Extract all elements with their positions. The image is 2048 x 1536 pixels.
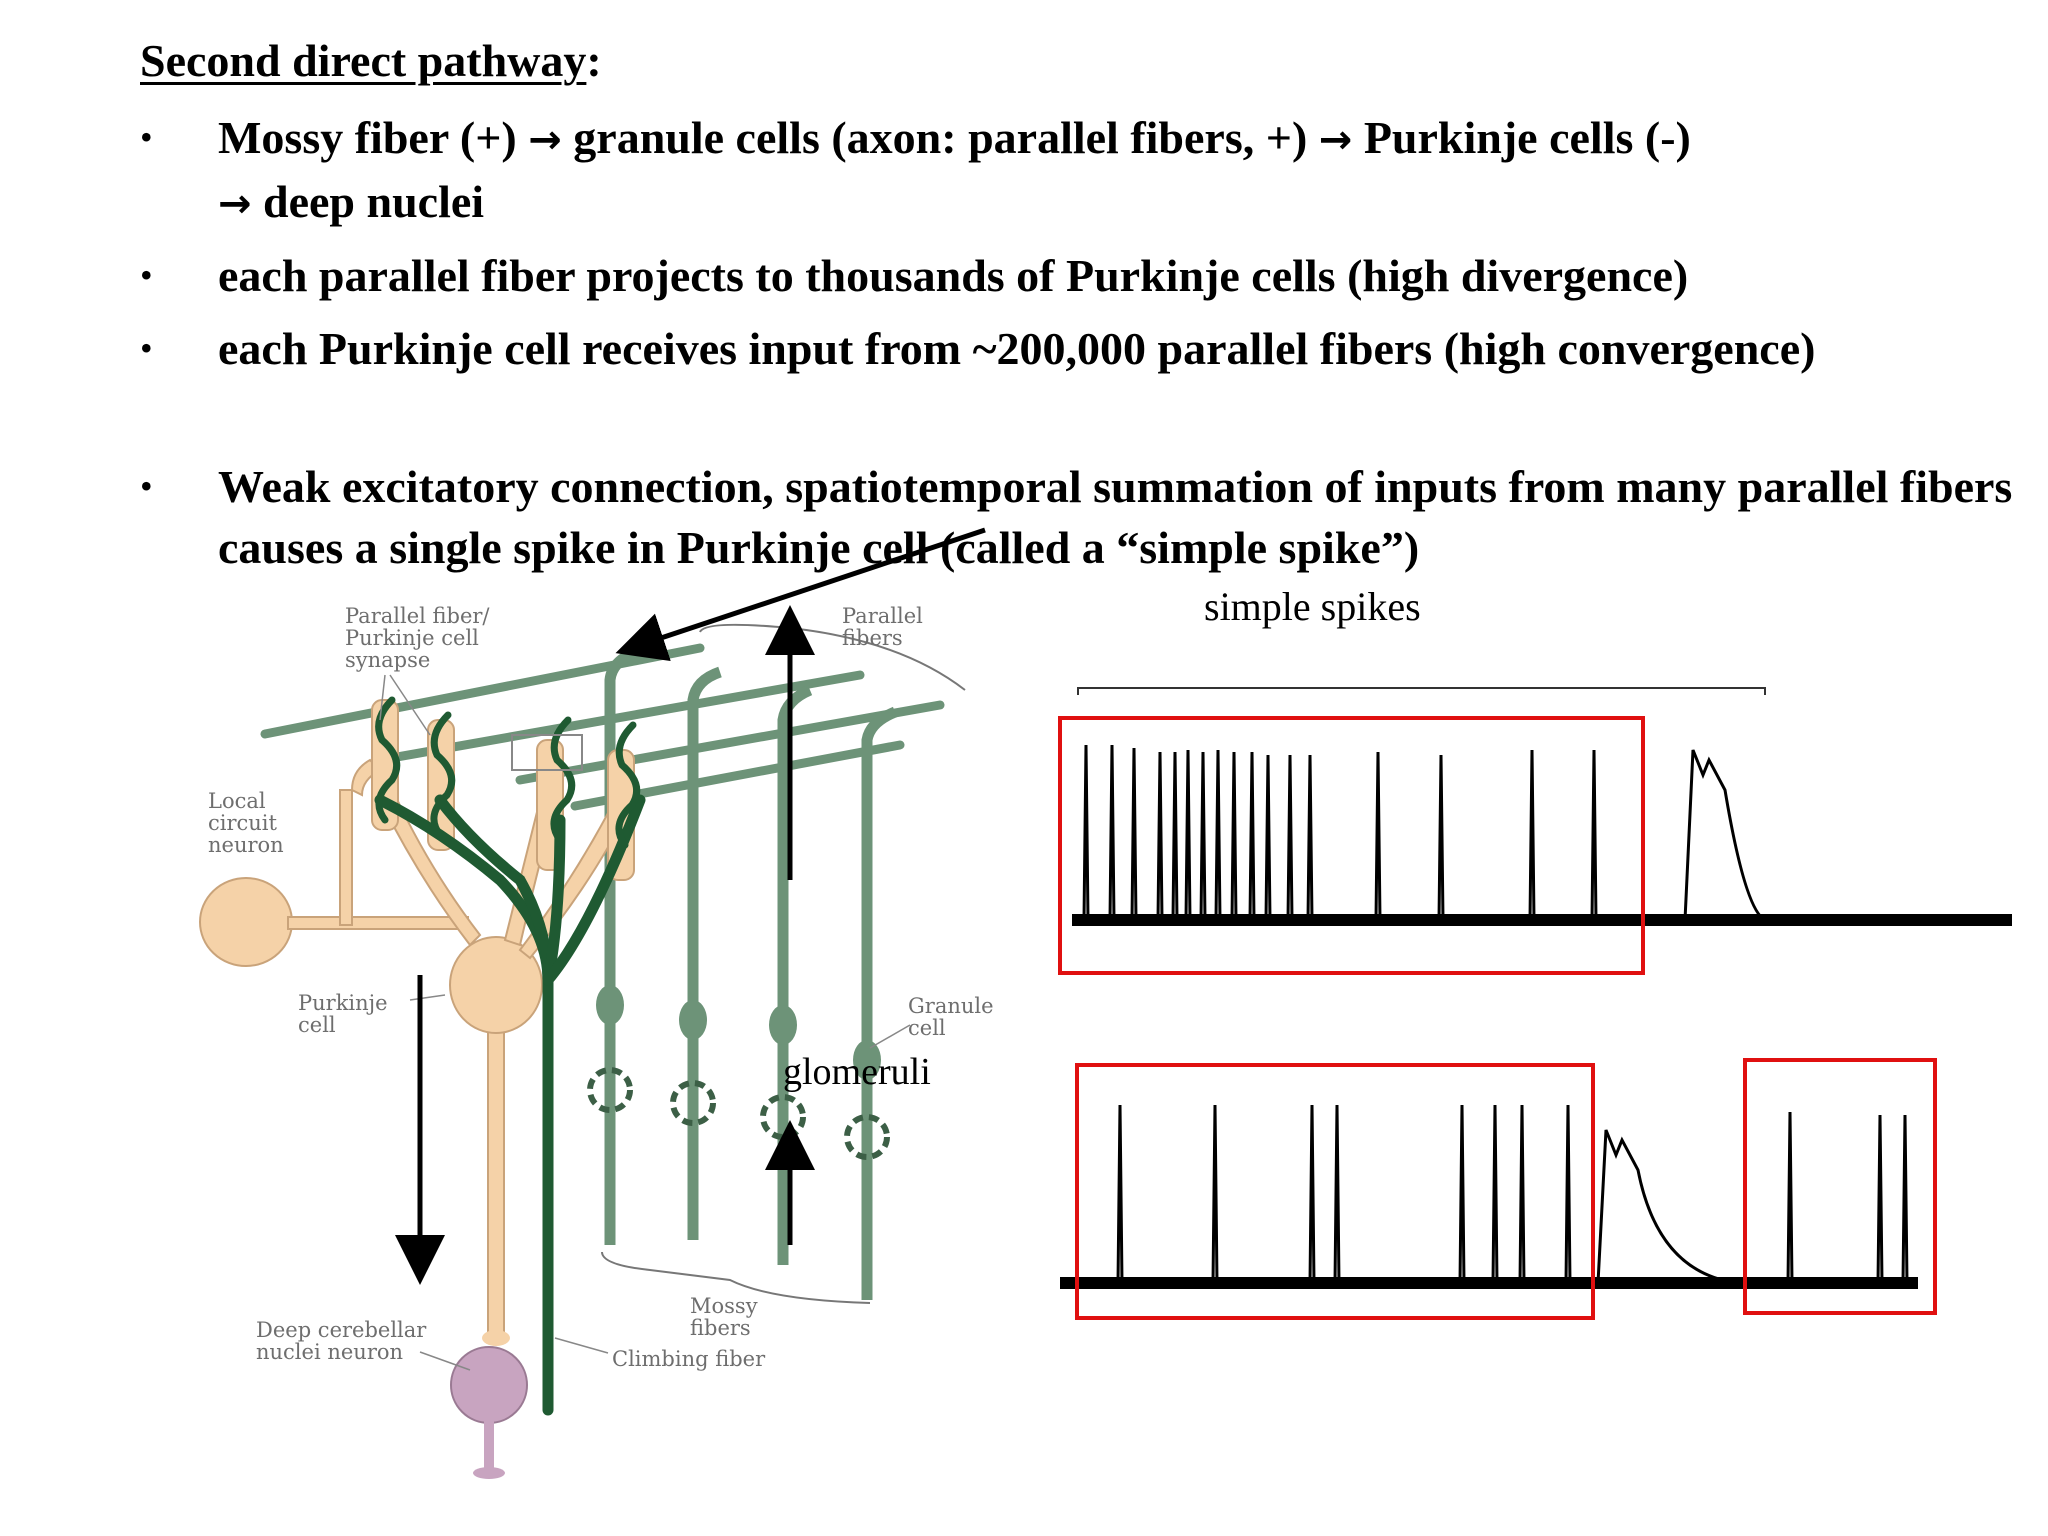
label-pf-synapse: Parallel fiber/ [345, 604, 490, 628]
label-mossy-fibers: fibers [690, 1316, 751, 1340]
simple-spike-box-bottom-left [1075, 1063, 1595, 1320]
pathway-text-4: deep nuclei [251, 176, 485, 227]
bullet-glyph: • [140, 328, 153, 368]
label-purkinje-cell: cell [298, 1013, 336, 1037]
right-arrow-icon: → [1318, 117, 1353, 163]
label-local-circuit-neuron: Local [208, 789, 266, 813]
bullet-text: Weak excitatory connection, spatiotempor… [218, 461, 2013, 573]
pathway-text-2: granule cells (axon: parallel fibers, +) [561, 112, 1319, 163]
bullet-glyph: • [140, 466, 153, 506]
pathway-text-1: Mossy fiber (+) [218, 112, 529, 163]
deep-cerebellar-nuclei-neuron [450, 1330, 528, 1479]
annotation-simple-spikes: simple spikes [1204, 584, 1421, 629]
right-arrow-icon: → [528, 117, 562, 163]
annotation-glomeruli: glomeruli [783, 1051, 931, 1093]
granule-cells [596, 985, 881, 1080]
glomeruli [587, 1067, 890, 1160]
label-parallel-fibers: Parallel [842, 604, 923, 628]
bullet-text: Mossy fiber (+) → granule cells (axon: p… [218, 107, 2048, 235]
heading-colon: : [586, 35, 602, 86]
bullet-text: each Purkinje cell receives input from ~… [218, 323, 1816, 374]
simple-spike-box-top [1058, 716, 1645, 975]
trace-bottom [1060, 1104, 1918, 1289]
local-circuit-neuron [199, 758, 469, 967]
label-granule-cell: cell [908, 1016, 946, 1040]
label-climbing-fiber: Climbing fiber [612, 1347, 766, 1371]
bullet-text: each parallel fiber projects to thousand… [218, 250, 1689, 301]
label-local-circuit-neuron: circuit [208, 811, 278, 835]
label-parallel-fibers: fibers [842, 626, 903, 650]
heading-text: Second direct pathway [140, 35, 587, 86]
label-mossy-fibers: Mossy [690, 1294, 758, 1318]
climbing-fiber [374, 696, 646, 1416]
label-local-circuit-neuron: neuron [208, 833, 284, 857]
label-deep-nuclei: nuclei neuron [256, 1340, 403, 1364]
annotation-arrows [395, 527, 986, 1285]
bullet-glyph: • [140, 117, 153, 157]
label-purkinje-cell: Purkinje [298, 991, 388, 1015]
right-arrow-icon: → [218, 181, 252, 227]
label-pf-synapse: synapse [345, 648, 430, 672]
bullet-glyph: • [140, 255, 153, 295]
simple-spike-box-bottom-right [1743, 1058, 1937, 1315]
trace-top [1072, 744, 2012, 926]
trace-timescale-bracket [1077, 687, 1766, 695]
label-pf-synapse: Purkinje cell [345, 626, 479, 650]
label-deep-nuclei: Deep cerebellar [256, 1318, 427, 1342]
slide-heading: Second direct pathway: [140, 34, 602, 87]
mossy-fibers-bracket [601, 1251, 871, 1304]
label-granule-cell: Granule [908, 994, 994, 1018]
synapse-highlight-box [511, 734, 583, 771]
label-leader-lines [379, 674, 911, 1371]
pathway-text-3: Purkinje cells (-) [1352, 112, 1691, 163]
